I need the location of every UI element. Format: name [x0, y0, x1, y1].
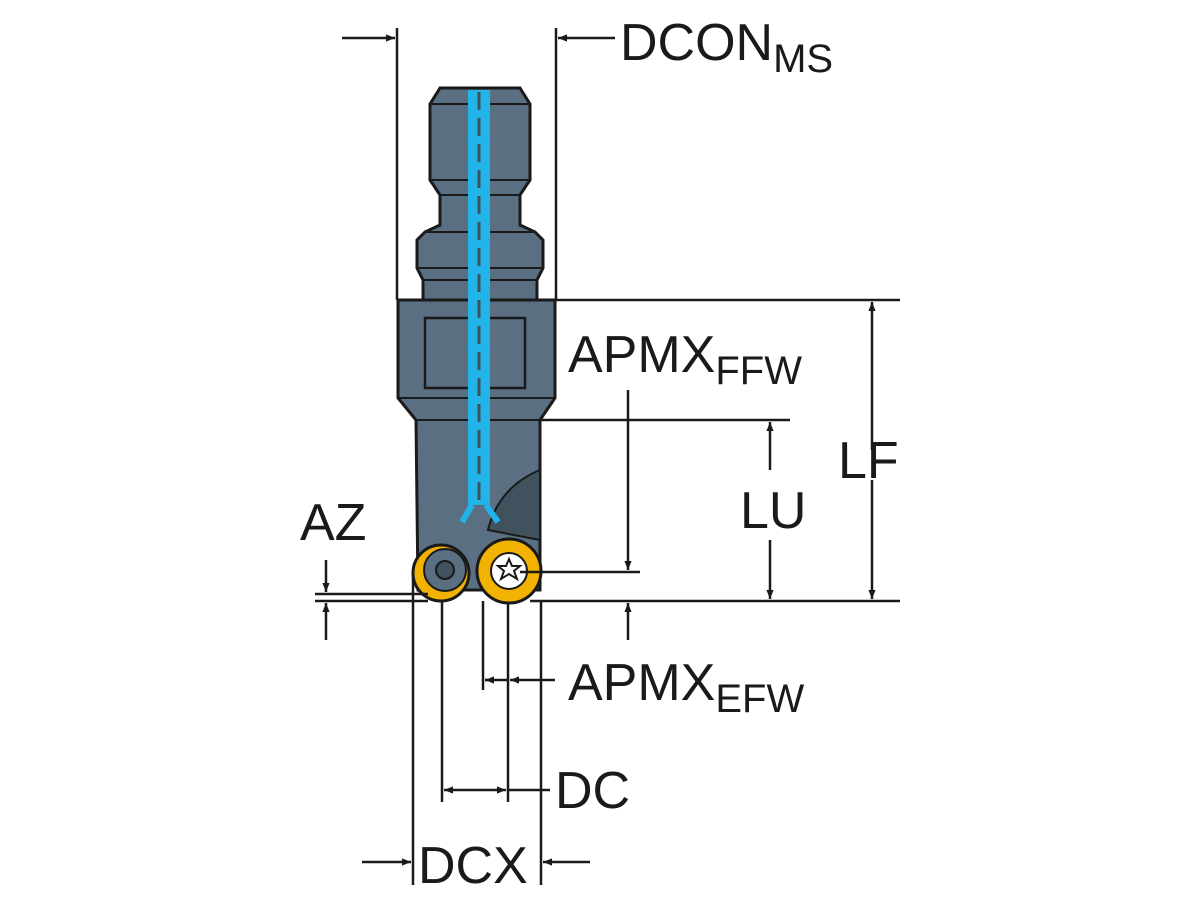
label-lf: LF	[838, 432, 899, 490]
insert-left	[411, 543, 471, 603]
label-az: AZ	[300, 494, 366, 552]
dimension-lines	[315, 28, 900, 885]
label-apmx-ffw: APMXFFW	[568, 326, 802, 393]
torx-screw-icon	[495, 556, 523, 582]
label-dcon-ms: DCONMS	[620, 14, 833, 81]
tool-body	[396, 86, 557, 592]
label-apmx-efw: APMXEFW	[568, 654, 804, 721]
chip-pocket	[486, 468, 541, 542]
coolant-channel	[459, 90, 501, 524]
label-lu: LU	[740, 482, 806, 540]
label-dcx: DCX	[418, 837, 528, 895]
label-dc: DC	[555, 762, 630, 820]
